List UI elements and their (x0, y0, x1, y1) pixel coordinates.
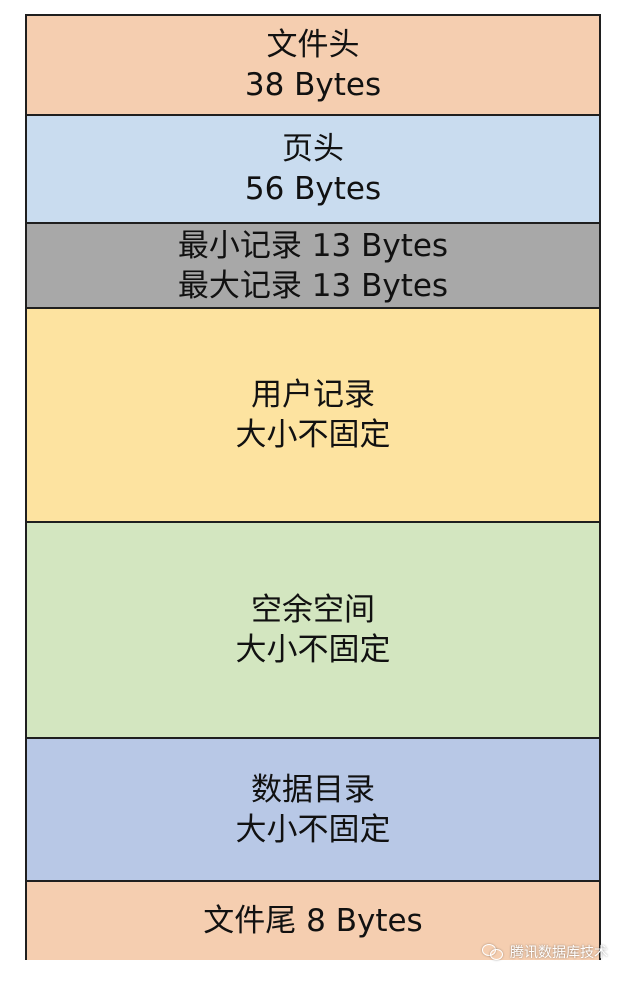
wechat-icon (482, 943, 504, 961)
watermark: 腾讯数据库技术 (482, 942, 608, 962)
user-records-title: 用户记录 (251, 377, 375, 413)
free-space-section: 空余空间 大小不固定 (27, 523, 599, 739)
page-structure-diagram: 文件头 38 Bytes 页头 56 Bytes 最小记录 13 Bytes 最… (25, 14, 601, 960)
file-trailer-label: 文件尾 8 Bytes (203, 903, 423, 939)
page-header-size: 56 Bytes (244, 171, 382, 207)
user-records-section: 用户记录 大小不固定 (27, 309, 599, 523)
watermark-text: 腾讯数据库技术 (510, 945, 608, 961)
file-header-title: 文件头 (266, 27, 360, 63)
file-trailer-section: 文件尾 8 Bytes (27, 882, 599, 960)
page-header-section: 页头 56 Bytes (27, 116, 599, 224)
page-directory-title: 数据目录 (251, 771, 375, 808)
page-directory-size: 大小不固定 (235, 811, 391, 848)
file-header-section: 文件头 38 Bytes (27, 16, 599, 116)
supremum-label: 最大记录 13 Bytes (177, 267, 449, 304)
page-directory-section: 数据目录 大小不固定 (27, 739, 599, 882)
page-header-title: 页头 (282, 131, 344, 167)
free-space-title: 空余空间 (251, 592, 375, 628)
free-space-size: 大小不固定 (235, 632, 391, 668)
user-records-size: 大小不固定 (235, 417, 391, 453)
infimum-label: 最小记录 13 Bytes (177, 227, 449, 264)
file-header-size: 38 Bytes (244, 67, 382, 103)
infimum-supremum-section: 最小记录 13 Bytes 最大记录 13 Bytes (27, 224, 599, 309)
